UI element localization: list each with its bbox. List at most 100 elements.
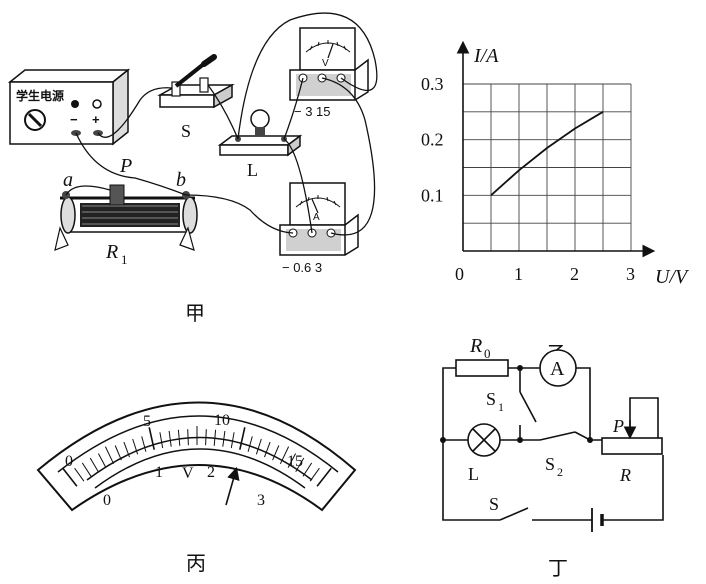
dial-tick [168,430,172,447]
x-tick-label: 2 [570,264,579,284]
dial-tick [159,432,164,449]
dial-tick [255,438,262,455]
dial-tick [295,457,305,473]
r0-subscript: 0 [484,346,491,361]
ammeter-letter: A [313,212,320,223]
panel-jia: 学生电源 − + S [7,12,378,325]
dial-tick [177,429,181,446]
voltmeter-letter: V [322,58,329,69]
rheostat-slider-icon [109,184,125,206]
dial-upper-15: 15 [287,453,303,470]
slider-p-label: P [119,155,132,177]
dial-upper-0: 0 [65,453,73,470]
dial-tick [264,441,271,458]
panel-bing: 0 5 10 15 0 1 2 3 V 丙 [36,401,357,575]
ammeter-symbol [539,349,577,387]
panel-ding: R 0 A S 1 L S 2 P R S 丁 [440,335,664,580]
dial-tick [148,427,155,450]
dial-lower-2: 2 [207,464,215,481]
y-tick-label: 0.1 [421,185,444,205]
switch-s [499,507,529,521]
power-minus-label: − [70,112,78,127]
dial-lower-3: 3 [257,492,265,509]
x-tick-label: 3 [626,264,635,284]
power-supply: 学生电源 − + [7,68,131,146]
dial-lower-0: 0 [103,492,111,509]
voltmeter: V − 3 15 [289,27,369,119]
rheostat: a P b R 1 [54,155,198,267]
switch-s1 [519,391,537,423]
chart-grid [463,83,632,251]
dial-tick [205,429,207,446]
dial-tick [316,467,332,487]
dial-tick [287,453,297,468]
dial-ticks [62,426,332,487]
switch-s2 [539,431,576,441]
lamp-bulb-icon [250,109,270,129]
s1-label: S [486,389,496,409]
power-plus-label: + [92,112,100,127]
resistor-r0 [455,359,509,377]
caption-bing: 丙 [186,553,206,575]
dial-needle-icon [225,466,240,506]
ding-rheostat-label: R [619,465,631,485]
rheostat-subscript: 1 [121,252,128,267]
x-tick-label: 1 [514,264,523,284]
ding-slider-label: P [612,416,624,436]
dial-tick [272,445,280,461]
y-axis-label: I/A [473,45,499,67]
r0-label: R [469,335,482,357]
rheostat-symbol [601,437,663,455]
dial-tick [247,436,253,452]
dial-tick [239,427,246,450]
end-a-label: a [63,169,73,191]
dial-tick [89,457,99,473]
caption-jia: 甲 [185,303,205,325]
s2-label: S [545,454,555,474]
dial-tick [104,446,115,465]
dial-lower-1: 1 [155,464,163,481]
dial-upper-5: 5 [143,413,151,430]
wires-jia [65,12,378,236]
voltmeter-terminals: − 3 15 [294,104,331,119]
power-supply-label: 学生电源 [16,88,64,103]
dial-tick [141,436,147,452]
dial-tick [114,445,122,461]
dial-tick [74,467,85,482]
dial-tick [309,467,320,482]
dial-tick [81,462,92,477]
ammeter-symbol-letter: A [550,358,565,380]
s1-subscript: 1 [498,400,504,414]
dial-tick [132,438,139,455]
ding-switch-label: S [489,494,499,514]
caption-ding: 丁 [548,558,568,580]
y-tick-label: 0.2 [421,130,444,150]
chart-axes [456,40,656,258]
dial-tick [97,453,107,468]
ammeter: A − 0.6 3 [279,182,359,275]
chart-series [490,111,604,196]
dial-tick [279,446,290,465]
dial-tick [187,429,189,446]
switch-label: S [181,121,191,141]
dial-unit-letter: V [182,465,194,482]
x-axis-label: U/V [655,266,690,288]
dial-tick [222,430,226,447]
dial-tick [213,429,217,446]
end-b-label: b [176,169,186,191]
dial-upper-10: 10 [214,412,230,429]
chart-tick-labels: 1 2 3 0.1 0.2 0.3 [421,74,635,284]
dial-tick [123,441,130,458]
knife-switch: S [157,54,235,141]
chart-origin-label: 0 [455,264,464,284]
dial-face [36,401,357,512]
lamp-board: L [217,109,303,180]
s2-subscript: 2 [557,465,563,479]
rheostat-label: R [105,241,118,263]
y-tick-label: 0.3 [421,74,444,94]
dial-tick [62,467,78,487]
ammeter-terminals: − 0.6 3 [282,260,322,275]
